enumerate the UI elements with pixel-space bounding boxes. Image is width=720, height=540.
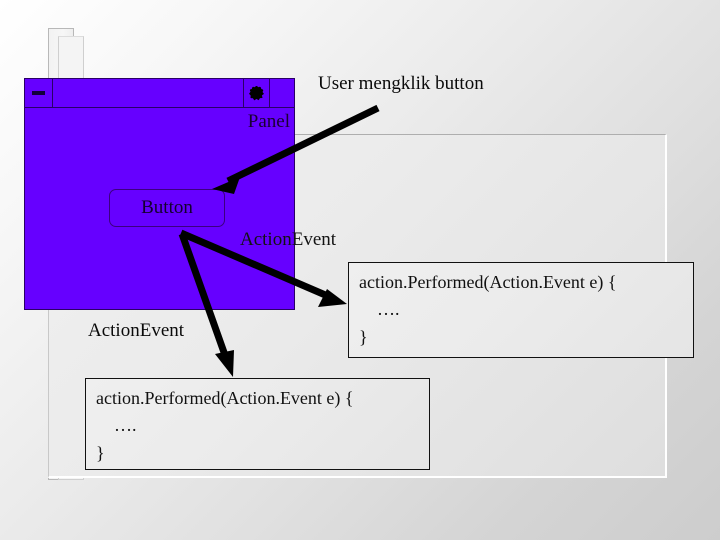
minimize-button[interactable] [25, 79, 53, 107]
code-line: …. [359, 299, 400, 320]
panel-label: Panel [247, 111, 290, 132]
code-box-bottom: action.Performed(Action.Event e) { …. } [85, 378, 430, 470]
code-line: } [96, 442, 105, 463]
code-line: action.Performed(Action.Event e) { [96, 388, 354, 408]
button-widget[interactable]: Button [109, 189, 225, 227]
annotation-actionevent-right: ActionEvent [240, 229, 337, 250]
window-title [53, 79, 244, 107]
annotation-user-click: User mengklik button [318, 73, 484, 94]
window-title-bar[interactable] [25, 79, 294, 108]
app-window[interactable]: Panel Button [24, 78, 295, 310]
code-line: action.Performed(Action.Event e) { [359, 272, 617, 292]
titlebar-extra-cell[interactable] [270, 79, 294, 107]
starburst-icon [249, 85, 264, 101]
annotation-actionevent-left: ActionEvent [88, 320, 185, 341]
code-line: …. [96, 415, 137, 436]
code-line: } [359, 326, 368, 347]
starburst-icon-cell[interactable] [244, 79, 270, 107]
code-box-right: action.Performed(Action.Event e) { …. } [348, 262, 694, 358]
minimize-icon [32, 91, 45, 95]
